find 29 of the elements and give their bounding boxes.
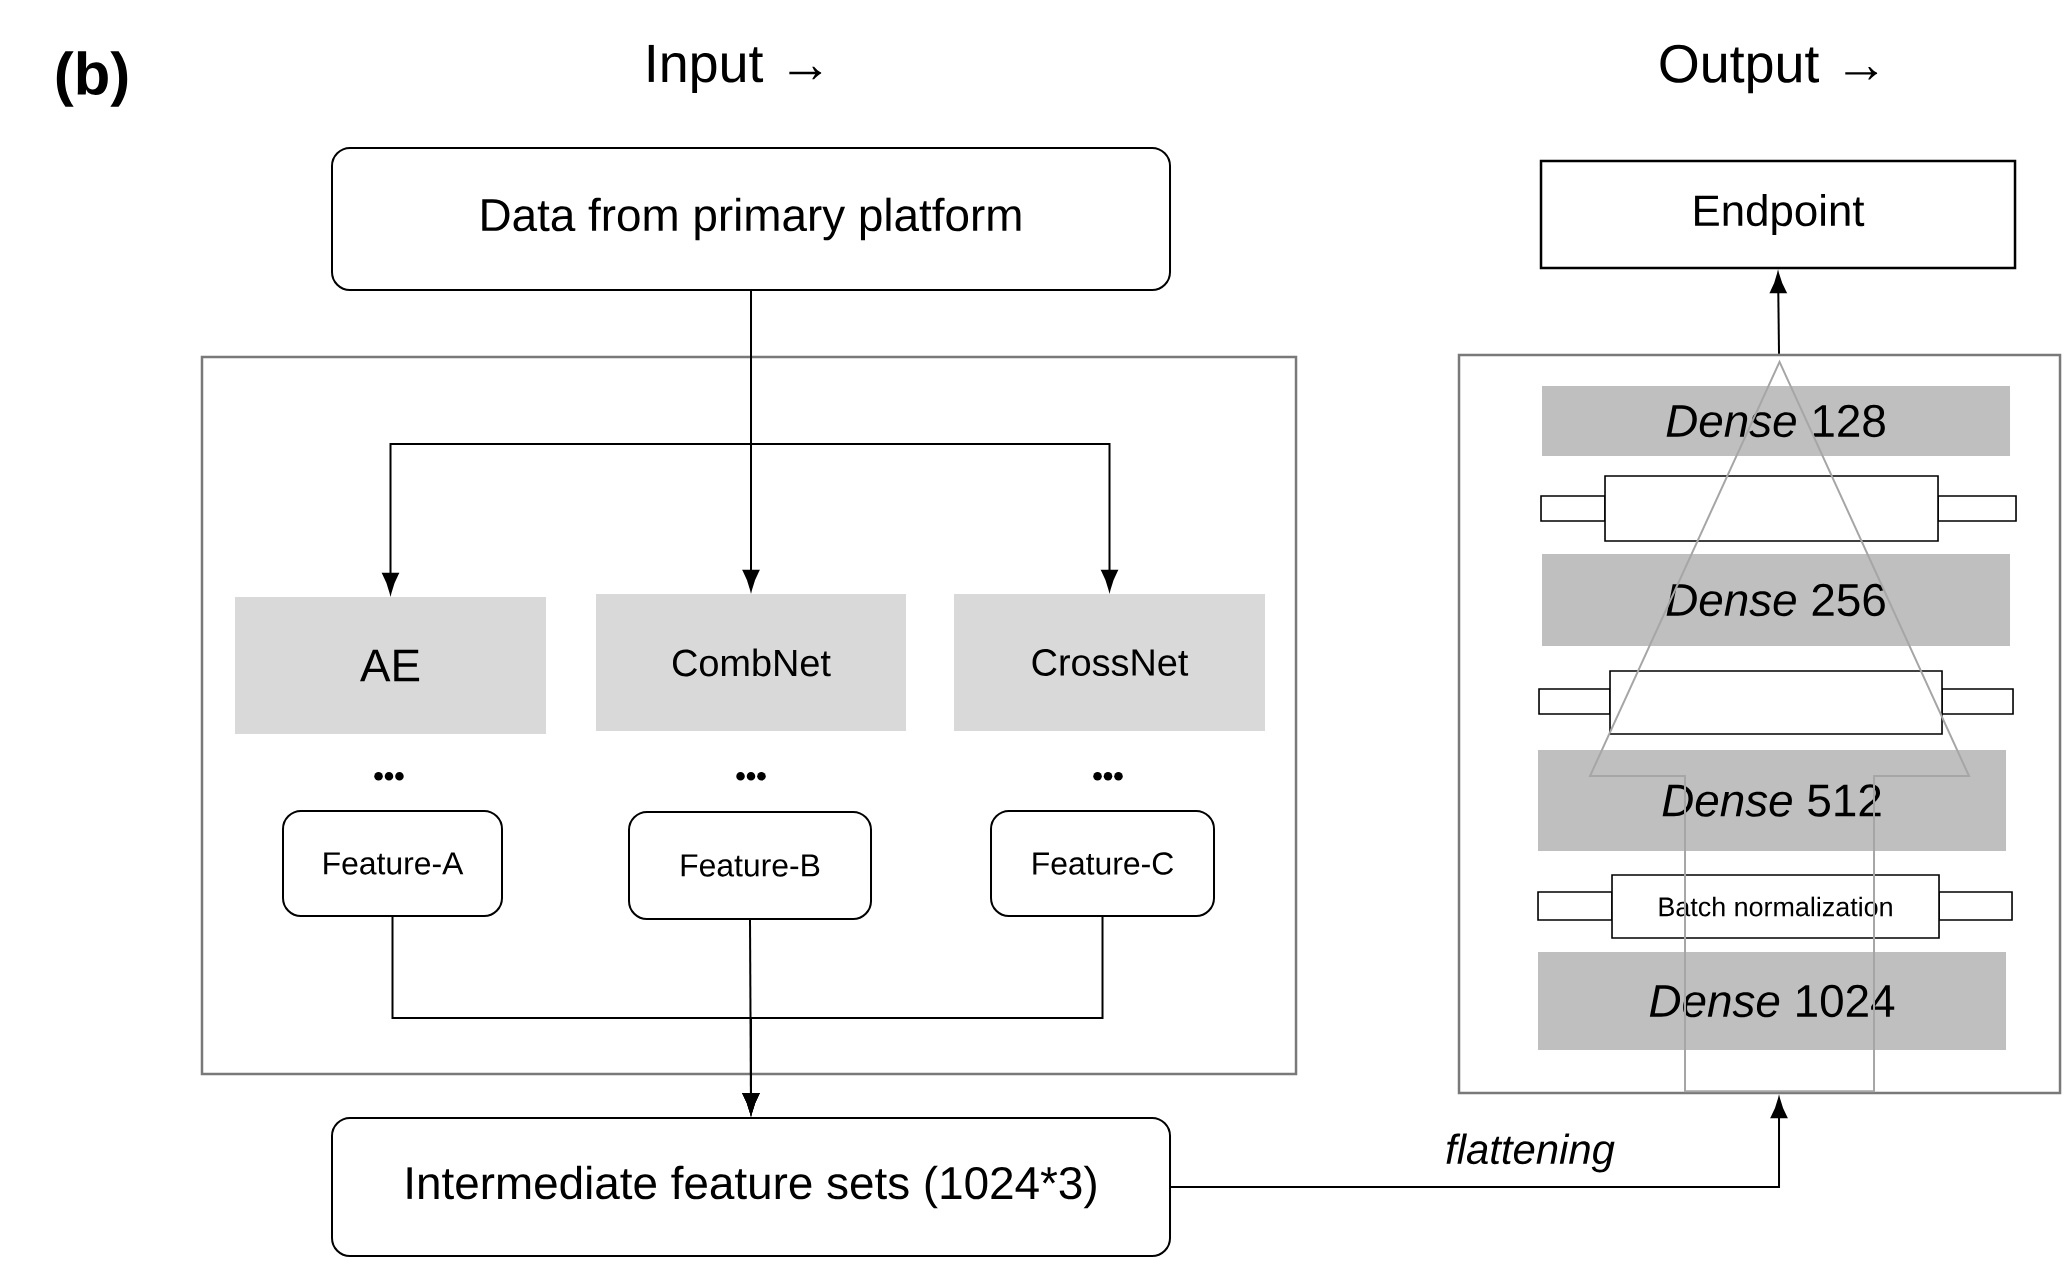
model-block: AE — [235, 597, 546, 734]
column-heading: Output → — [1660, 44, 1878, 94]
panel-frame — [200, 355, 1298, 1076]
layer-block: Dense 512 — [1538, 750, 2006, 851]
ellipsis: ••• — [736, 771, 766, 781]
feature-set-box: Intermediate feature sets (1024*3) — [331, 1117, 1171, 1257]
ellipsis: ••• — [1093, 771, 1123, 781]
output-box: Endpoint — [1539, 159, 2017, 270]
model-block: CombNet — [596, 594, 906, 731]
layer-block: Dense 256 — [1542, 554, 2010, 646]
arrow — [1170, 1097, 1788, 1188]
layer-block: Dense 128 — [1542, 386, 2010, 456]
block-arrow — [1588, 359, 1971, 1093]
feature-box: Feature-A — [282, 810, 503, 917]
edge-label: flattening — [1442, 1130, 1618, 1176]
column-heading: Input → — [648, 44, 822, 94]
feature-box: Feature-B — [628, 811, 872, 920]
feature-box: Feature-C — [990, 810, 1215, 917]
ellipsis: ••• — [374, 771, 404, 781]
layer-bar: Batch normalization — [1537, 874, 2013, 939]
model-block: CrossNet — [954, 594, 1265, 731]
arrow — [1770, 272, 1787, 355]
arrow — [742, 916, 1104, 1114]
panel-label: (b) — [56, 51, 128, 107]
panel-frame — [1457, 353, 2062, 1095]
layer-bar — [1538, 670, 2014, 735]
layer-bar — [1540, 475, 2017, 542]
input-box: Data from primary platform — [331, 147, 1171, 291]
layer-block: Dense 1024 — [1538, 952, 2006, 1050]
